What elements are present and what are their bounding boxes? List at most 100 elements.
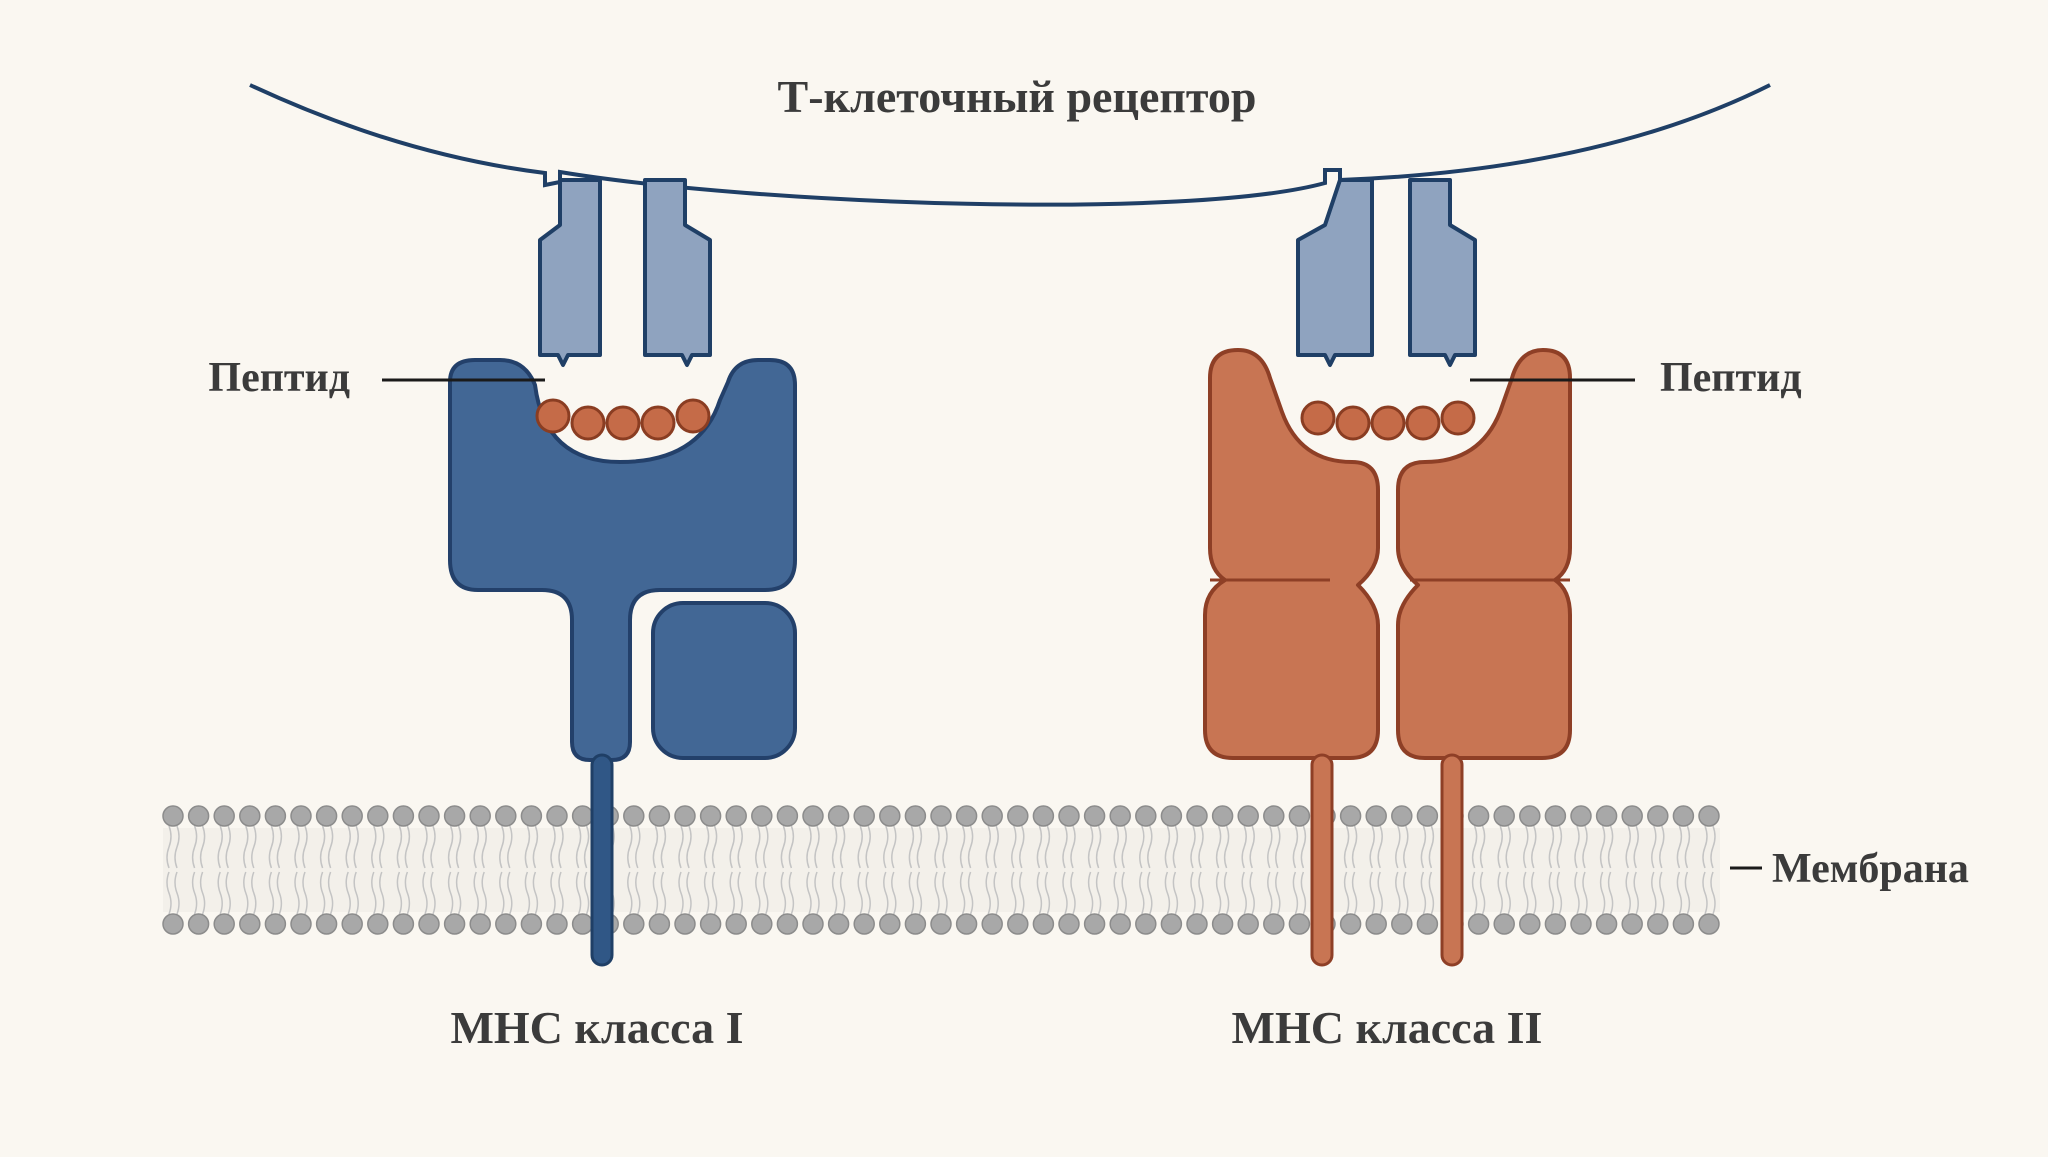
- tcr-left: [538, 178, 712, 367]
- lipid-tail: [711, 825, 718, 869]
- lipid-tail: [166, 871, 172, 915]
- lipid-tail: [473, 871, 479, 915]
- lipid-head: [981, 913, 1003, 935]
- lipid-head: [1135, 805, 1157, 827]
- lipid-tail: [302, 825, 308, 869]
- lipid-tail: [345, 871, 351, 915]
- lipid-head: [1007, 805, 1029, 827]
- lipid-tail: [1625, 871, 1631, 915]
- lipid-tail: [865, 825, 871, 869]
- lipid-head: [392, 913, 415, 935]
- lipid-head: [1160, 913, 1183, 935]
- lipid-tail: [327, 871, 334, 915]
- lipid-tail: [993, 871, 999, 915]
- lipid-head: [879, 913, 901, 935]
- lipid-head: [1570, 913, 1592, 935]
- lipid-head: [699, 805, 722, 827]
- mhc-class-2-alpha-chain: [1203, 348, 1380, 760]
- lipid-tail: [225, 825, 231, 869]
- lipid-tail: [627, 825, 633, 869]
- lipid-head: [443, 913, 466, 935]
- lipid-tail: [1369, 871, 1375, 915]
- lipid-head: [853, 913, 875, 935]
- lipid-head: [776, 913, 799, 935]
- lipid-head: [648, 913, 671, 935]
- lipid-head: [239, 805, 261, 827]
- lipid-tail: [1070, 871, 1076, 915]
- lipid-tail: [404, 825, 411, 869]
- lipid-tail: [1113, 825, 1119, 869]
- lipid-tail: [1607, 871, 1614, 915]
- lipid-head: [1083, 913, 1106, 935]
- lipid-tail: [1172, 871, 1179, 915]
- lipid-tail: [447, 825, 454, 869]
- lipid-tail: [1062, 825, 1068, 869]
- lipid-tail: [908, 825, 915, 869]
- lipid-head: [367, 913, 389, 935]
- lipid-head: [1135, 913, 1157, 935]
- lipid-head: [520, 913, 543, 935]
- lipid-head: [1058, 805, 1080, 827]
- lipid-tail: [1556, 825, 1563, 869]
- lipid-tail: [1223, 825, 1230, 869]
- lipid-head: [827, 913, 850, 935]
- lipid-head: [674, 913, 696, 935]
- lipid-head: [290, 913, 312, 935]
- lipid-tail: [371, 871, 377, 915]
- lipid-head: [1698, 913, 1720, 935]
- lipid-tail: [891, 871, 897, 915]
- lipid-tail: [967, 871, 974, 915]
- lipid-tail: [1267, 825, 1273, 869]
- lipid-tail: [959, 871, 966, 915]
- lipid-head: [623, 913, 645, 935]
- lipid-head: [495, 913, 517, 935]
- lipid-tail: [1651, 825, 1657, 869]
- lipid-tail: [1095, 871, 1102, 915]
- lipid-head: [1493, 805, 1515, 827]
- lipid-head: [930, 913, 952, 935]
- lipid-tail: [788, 825, 795, 869]
- lipid-tail: [1343, 825, 1350, 869]
- lipid-head: [187, 805, 210, 827]
- lipid-head: [1416, 913, 1439, 935]
- lipid-head: [802, 805, 824, 827]
- lipid-tail: [1267, 871, 1273, 915]
- lipid-head: [1467, 913, 1490, 935]
- peptide-left-residue: [640, 405, 676, 441]
- lipid-tail: [993, 825, 999, 869]
- lipid-tail: [1343, 871, 1350, 915]
- lipid-tail: [558, 825, 564, 869]
- lipid-tail: [908, 871, 915, 915]
- lipid-tail: [985, 825, 991, 869]
- lipid-head: [648, 805, 671, 827]
- lipid-head: [930, 805, 952, 827]
- mhc-class-2-label: МНС класса II: [1232, 1002, 1543, 1053]
- lipid-tail: [455, 871, 462, 915]
- lipid-tail: [1019, 871, 1025, 915]
- lipid-head: [546, 913, 568, 935]
- beta2-microglobulin: [651, 601, 797, 760]
- lipid-tail: [225, 871, 231, 915]
- peptide-right-residue: [1440, 400, 1476, 436]
- lipid-tail: [396, 825, 403, 869]
- lipid-tail: [371, 825, 377, 869]
- lipid-tail: [686, 871, 692, 915]
- lipid-head: [1339, 805, 1362, 827]
- lipid-tail: [243, 871, 249, 915]
- lipid-head: [955, 805, 978, 827]
- lipid-tail: [251, 871, 257, 915]
- lipid-tail: [788, 871, 795, 915]
- lipid-tail: [507, 825, 513, 869]
- lipid-tail: [916, 871, 923, 915]
- lipid-head: [162, 913, 184, 935]
- lipid-tail: [763, 825, 769, 869]
- membrane-callout: Мембрана: [1730, 846, 1969, 892]
- lipid-tail: [1582, 871, 1588, 915]
- lipid-tail: [780, 871, 787, 915]
- lipid-tail: [404, 871, 411, 915]
- lipid-tail: [243, 825, 249, 869]
- lipid-tail: [524, 825, 531, 869]
- lipid-head: [213, 913, 235, 935]
- lipid-tail: [1599, 871, 1606, 915]
- tcr-title: Т-клеточный рецептор: [778, 71, 1257, 122]
